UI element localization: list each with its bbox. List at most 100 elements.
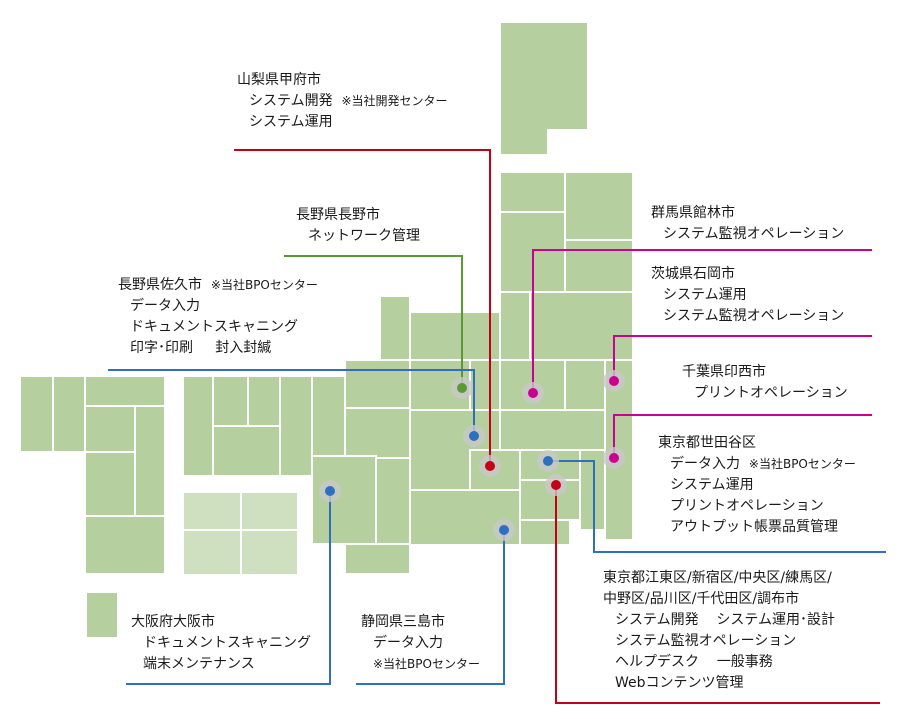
label-setagaya-line2: システム運用 bbox=[670, 477, 754, 493]
label-tokyo23-title2: 中野区/品川区/千代田区/調布市 bbox=[603, 591, 800, 607]
label-tokyo23-line4: ヘルプデスク bbox=[615, 654, 699, 670]
region-izu bbox=[519, 519, 571, 546]
region-nara bbox=[311, 455, 377, 545]
leader-nagano bbox=[284, 255, 463, 388]
label-tokyo23-line6: Webコンテンツ管理 bbox=[615, 675, 744, 691]
label-tokyo23-line2: システム運用･設計 bbox=[716, 612, 835, 628]
region-niigata bbox=[499, 291, 531, 363]
region-fukushima bbox=[529, 291, 634, 361]
label-setagaya-note: ※当社BPOセンター bbox=[748, 457, 856, 471]
region-toyama bbox=[409, 311, 501, 361]
label-saku-line4: 封入封緘 bbox=[215, 340, 272, 356]
marker-mishima[interactable] bbox=[493, 519, 515, 541]
label-inzai-line1: プリントオペレーション bbox=[694, 385, 848, 401]
label-saku-line1: データ入力 bbox=[130, 298, 200, 314]
label-saku-title: 長野県佐久市 bbox=[118, 277, 202, 293]
region-miyazaki bbox=[134, 405, 166, 517]
label-kofu-title: 山梨県甲府市 bbox=[237, 72, 321, 88]
region-tohoku-east bbox=[564, 171, 634, 241]
label-setagaya-line1: データ入力 bbox=[670, 456, 740, 472]
label-osaka-line1: ドキュメントスキャニング bbox=[143, 635, 311, 651]
label-kofu-line1: システム開発 bbox=[249, 93, 333, 109]
region-hyogo bbox=[279, 375, 313, 477]
marker-kofu[interactable] bbox=[479, 455, 501, 477]
label-saku-line3: 印字･印刷 bbox=[130, 340, 193, 356]
region-kagawa bbox=[182, 491, 242, 531]
label-osaka-title: 大阪府大阪市 bbox=[131, 614, 215, 630]
label-mishima-note: ※当社BPOセンター bbox=[373, 657, 480, 671]
leader-lines bbox=[108, 149, 886, 704]
leader-mishima bbox=[356, 530, 505, 685]
region-fukuoka bbox=[19, 375, 54, 453]
leader-inzai bbox=[613, 414, 872, 458]
label-mishima-line1: データ入力 bbox=[373, 635, 443, 651]
marker-ishioka[interactable] bbox=[603, 370, 625, 392]
label-ishioka-line2: システム監視オペレーション bbox=[663, 308, 845, 324]
label-setagaya-line4: アウトプット帳票品質管理 bbox=[670, 519, 838, 535]
region-tokushima bbox=[240, 529, 299, 576]
label-inzai-title: 千葉県印西市 bbox=[682, 364, 766, 380]
label-nagano-title: 長野県長野市 bbox=[296, 207, 380, 223]
leader-saku bbox=[108, 369, 475, 436]
region-hiroshima bbox=[212, 425, 281, 477]
label-kofu-line2: システム運用 bbox=[249, 114, 333, 130]
marker-saku[interactable] bbox=[463, 425, 485, 447]
label-tokyo23-title1: 東京都江東区/新宿区/中央区/練馬区/ bbox=[603, 570, 832, 586]
region-saitama bbox=[499, 409, 606, 451]
map-shikoku bbox=[182, 491, 299, 576]
label-tokyo23-line1: システム開発 bbox=[615, 612, 699, 628]
leader-setagaya bbox=[548, 460, 886, 553]
leader-ishioka bbox=[613, 335, 872, 381]
region-ishikawa bbox=[379, 295, 411, 361]
region-mie bbox=[344, 407, 411, 459]
label-osaka: 大阪府大阪市 ドキュメントスキャニング 端末メンテナンス bbox=[131, 612, 311, 675]
region-okayama bbox=[247, 375, 281, 427]
marker-tokyo23[interactable] bbox=[545, 474, 567, 496]
label-tatebayashi: 群馬県館林市 システム監視オペレーション bbox=[651, 203, 844, 245]
region-tottori bbox=[182, 375, 214, 477]
leader-kofu bbox=[234, 149, 491, 466]
label-kofu-note: ※当社開発センター bbox=[341, 94, 448, 108]
label-tatebayashi-line1: システム監視オペレーション bbox=[663, 226, 845, 242]
label-setagaya-line3: プリントオペレーション bbox=[670, 498, 824, 514]
leader-osaka bbox=[126, 491, 331, 685]
region-kagoshima bbox=[84, 451, 136, 517]
region-okinawa bbox=[85, 591, 119, 639]
region-kochi bbox=[182, 529, 242, 576]
region-kumamoto bbox=[84, 405, 136, 453]
region-miyagi bbox=[564, 239, 634, 293]
region-fukui bbox=[344, 359, 411, 409]
label-tokyo23: 東京都江東区/新宿区/中央区/練馬区/ 中野区/品川区/千代田区/調布市 システ… bbox=[603, 568, 835, 694]
location-markers bbox=[319, 370, 625, 541]
label-mishima: 静岡県三島市 データ入力 ※当社BPOセンター bbox=[361, 612, 480, 675]
label-nagano-line1: ネットワーク管理 bbox=[308, 228, 420, 244]
label-tatebayashi-title: 群馬県館林市 bbox=[651, 205, 735, 221]
label-osaka-line2: 端末メンテナンス bbox=[143, 656, 255, 672]
region-wakayama bbox=[375, 457, 411, 545]
label-ishioka-title: 茨城県石岡市 bbox=[651, 266, 735, 282]
label-saku: 長野県佐久市 ※当社BPOセンター データ入力 ドキュメントスキャニング 印字･… bbox=[118, 275, 318, 359]
label-setagaya-title: 東京都世田谷区 bbox=[658, 435, 756, 451]
region-kyushu-south bbox=[84, 515, 166, 575]
marker-nagano[interactable] bbox=[451, 377, 473, 399]
region-tohoku-west bbox=[499, 171, 566, 213]
marker-osaka[interactable] bbox=[319, 480, 341, 502]
marker-tatebayashi[interactable] bbox=[522, 382, 544, 404]
region-kii bbox=[344, 543, 411, 575]
region-tohoku-north bbox=[499, 21, 589, 156]
label-inzai: 千葉県印西市 プリントオペレーション bbox=[682, 362, 848, 404]
label-setagaya: 東京都世田谷区 データ入力 ※当社BPOセンター システム運用 プリントオペレー… bbox=[658, 433, 856, 538]
label-kofu: 山梨県甲府市 システム開発 ※当社開発センター システム運用 bbox=[237, 70, 448, 133]
leader-tatebayashi bbox=[532, 249, 872, 393]
region-saga bbox=[52, 375, 86, 453]
label-tokyo23-line5: 一般事務 bbox=[716, 654, 773, 670]
marker-setagaya[interactable] bbox=[537, 450, 559, 472]
label-mishima-title: 静岡県三島市 bbox=[361, 614, 445, 630]
leader-tokyo23 bbox=[555, 485, 880, 704]
region-ehime bbox=[240, 491, 299, 531]
marker-inzai[interactable] bbox=[603, 447, 625, 469]
label-saku-line2: ドキュメントスキャニング bbox=[130, 319, 298, 335]
label-ishioka-line1: システム運用 bbox=[663, 287, 747, 303]
region-shimane bbox=[212, 375, 249, 427]
